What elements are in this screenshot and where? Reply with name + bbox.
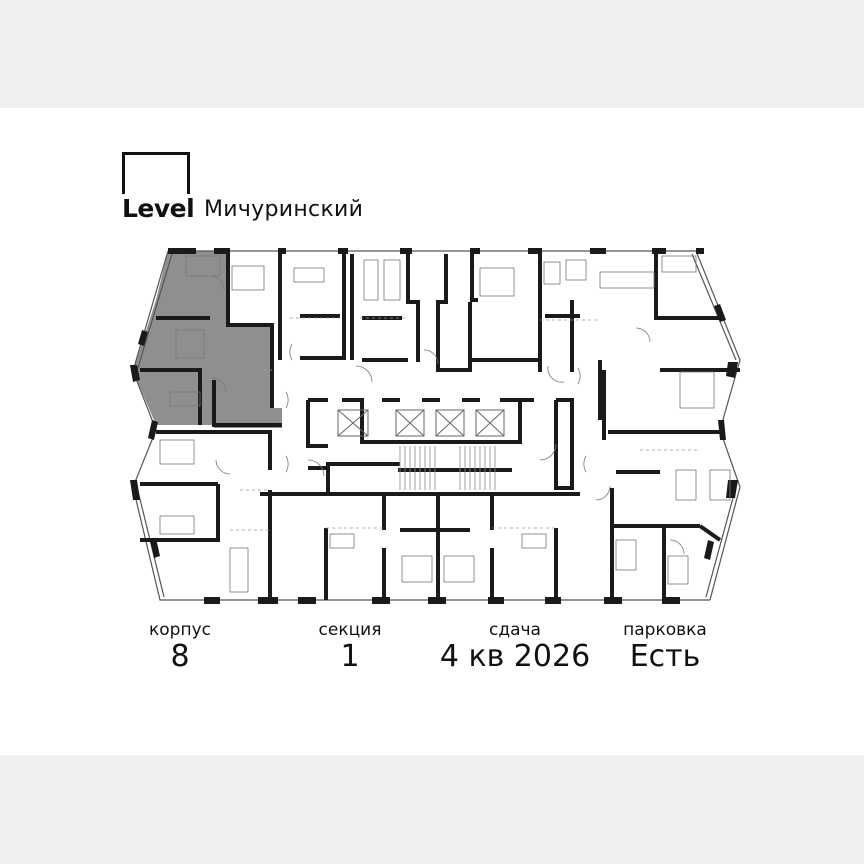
parking-label: парковка: [623, 620, 707, 640]
info-building: корпус 8: [130, 620, 230, 674]
parking-value: Есть: [629, 639, 701, 674]
project-name: Мичуринский: [204, 197, 364, 222]
info-section: секция 1: [300, 620, 400, 674]
building-label: корпус: [149, 620, 211, 640]
logo-word: Level: [122, 194, 198, 223]
stairs: [399, 446, 496, 490]
brand-logo: Level Мичуринский: [122, 152, 422, 232]
door-swings: [209, 275, 685, 555]
building-value: 8: [170, 639, 190, 674]
info-parking: парковка Есть: [610, 620, 720, 674]
highlighted-apartment[interactable]: [133, 251, 282, 428]
completion-value: 4 кв 2026: [439, 639, 591, 674]
completion-label: сдача: [489, 620, 541, 640]
info-completion: сдача 4 кв 2026: [420, 620, 610, 674]
elevators: [337, 409, 505, 437]
furniture: [159, 255, 731, 593]
section-label: секция: [318, 620, 382, 640]
outer-envelope: [132, 250, 741, 601]
logo-frame-icon: [122, 152, 190, 218]
section-value: 1: [340, 639, 360, 674]
interior-walls: [140, 251, 740, 600]
room-dividers: [228, 317, 700, 531]
